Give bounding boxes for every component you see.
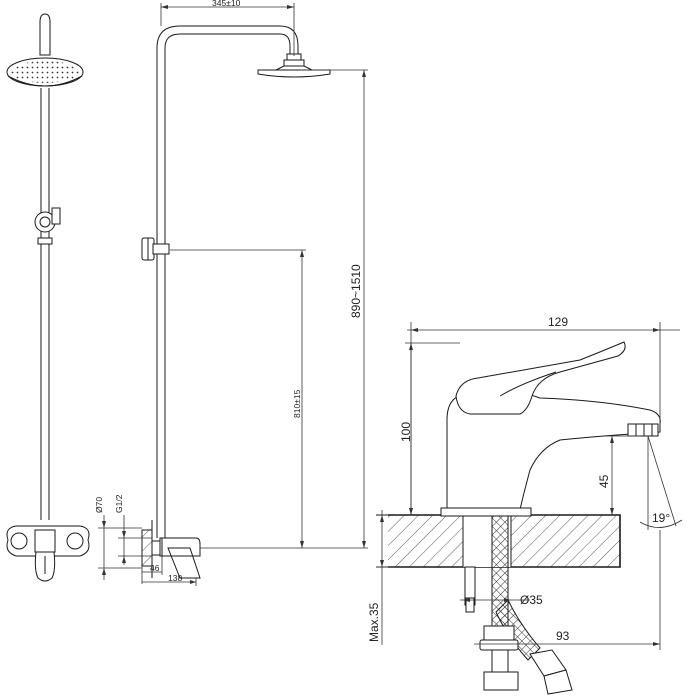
label-max-thickness: Max.35 <box>367 602 381 642</box>
dimension-max-thickness <box>376 510 396 645</box>
dimension-total-height <box>200 69 368 549</box>
shower-side-view <box>141 25 331 579</box>
dimension-basin-height <box>405 342 460 515</box>
label-mixer-depth: 46 <box>150 563 160 573</box>
label-basin-height: 100 <box>399 422 413 442</box>
dimension-spout-angle <box>639 435 683 530</box>
label-total-height: 890~1510 <box>349 264 363 318</box>
label-spout-angle: 19° <box>652 511 670 525</box>
shower-front-view <box>6 13 90 582</box>
label-spout-height: 45 <box>597 474 611 488</box>
label-arm-reach: 345±10 <box>212 0 241 8</box>
dimension-hole-diameter <box>460 598 530 602</box>
basin-mixer-side-view <box>376 341 661 695</box>
label-basin-width: 129 <box>548 315 568 329</box>
label-hose-offset: 93 <box>556 629 570 643</box>
dimension-slider-height <box>170 249 306 548</box>
label-slider-height: 810±15 <box>292 389 302 418</box>
dimension-spout-height <box>606 435 640 515</box>
dimension-arm-reach <box>160 3 295 56</box>
label-thread: G1/2 <box>114 494 124 513</box>
label-wall-diameter: Ø70 <box>94 497 104 513</box>
dimension-hose-offset <box>474 530 661 650</box>
dimension-mixer-depth <box>141 556 197 586</box>
label-mixer-projection: 138 <box>168 573 182 583</box>
label-hole-diameter: Ø35 <box>520 593 543 607</box>
dimension-wall-connection <box>98 515 152 580</box>
